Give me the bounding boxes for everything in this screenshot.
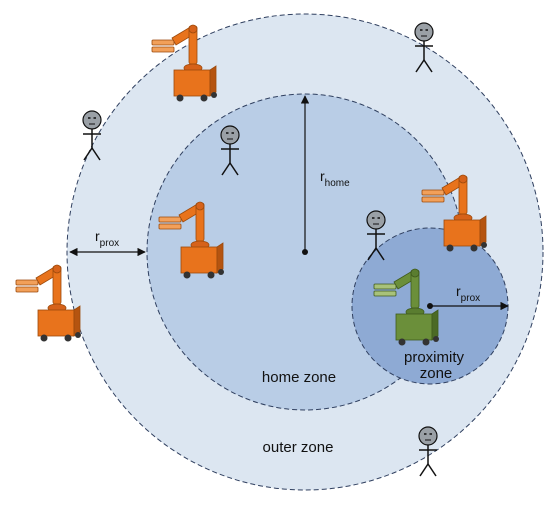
r-home-label: rhome <box>320 168 350 189</box>
proximity-zone-label-line1: proximity <box>404 349 465 366</box>
outer-zone-label: outer zone <box>263 439 334 456</box>
proximity-zone-label-line2: zone <box>420 365 453 382</box>
r-prox-right-label: rprox <box>456 283 480 304</box>
home-zone-label: home zone <box>262 369 336 386</box>
proximity-center-dot <box>427 303 433 309</box>
r-prox-left-label: rprox <box>95 228 119 249</box>
home-center-dot <box>302 249 308 255</box>
